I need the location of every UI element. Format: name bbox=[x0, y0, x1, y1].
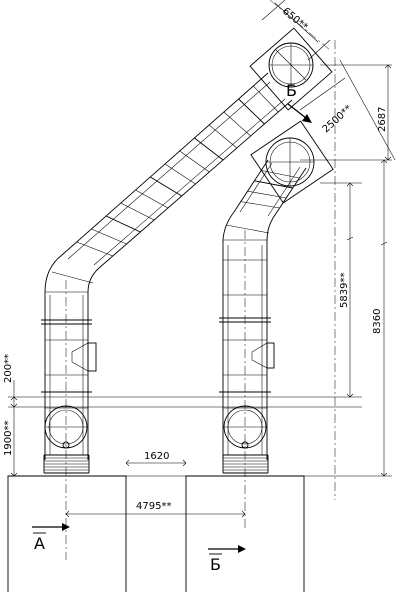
right-duct-head bbox=[250, 120, 334, 204]
left-duct-head bbox=[249, 27, 333, 111]
left-duct-base bbox=[43, 405, 90, 474]
duct-rib bbox=[238, 98, 265, 125]
dim-8360: 8360 bbox=[372, 309, 383, 334]
duct-rib bbox=[150, 176, 182, 197]
dimension-lines bbox=[10, 0, 396, 518]
section-label-b-bottom: Б bbox=[210, 555, 221, 574]
duct-rib bbox=[91, 228, 127, 245]
section-arrows bbox=[32, 103, 312, 553]
dim-200: 200** bbox=[3, 354, 14, 383]
duct-rib bbox=[261, 170, 300, 179]
duct-rib bbox=[240, 201, 280, 209]
centerlines bbox=[65, 0, 336, 560]
reference-lines bbox=[8, 64, 392, 477]
duct-rib bbox=[105, 215, 141, 233]
duct-rib bbox=[120, 202, 155, 221]
dim-1900: 1900** bbox=[3, 421, 14, 456]
dim-4795: 4795** bbox=[136, 501, 171, 512]
duct-rib bbox=[223, 111, 251, 137]
duct-rib bbox=[179, 150, 210, 173]
duct-rib bbox=[247, 190, 287, 199]
duct-rib bbox=[194, 137, 224, 161]
duct-rib bbox=[135, 189, 169, 209]
dim-2687: 2687 bbox=[377, 107, 388, 132]
right-duct bbox=[219, 159, 307, 460]
duct-rib bbox=[208, 124, 238, 149]
duct-rib bbox=[253, 85, 279, 113]
right-duct-base bbox=[222, 405, 269, 474]
dim-1620: 1620 bbox=[144, 451, 169, 462]
section-label-b-top: Б bbox=[286, 81, 297, 100]
duct-rib bbox=[76, 241, 113, 257]
section-label-a: А bbox=[34, 534, 45, 553]
dim-5839: 5839** bbox=[339, 273, 350, 308]
duct-rib bbox=[164, 163, 196, 185]
dim-2500: 2500** bbox=[321, 103, 355, 135]
duct-rib bbox=[254, 180, 293, 189]
left-duct-ribs bbox=[76, 85, 279, 257]
left-duct bbox=[41, 72, 293, 460]
foundation-blocks bbox=[7, 475, 305, 592]
